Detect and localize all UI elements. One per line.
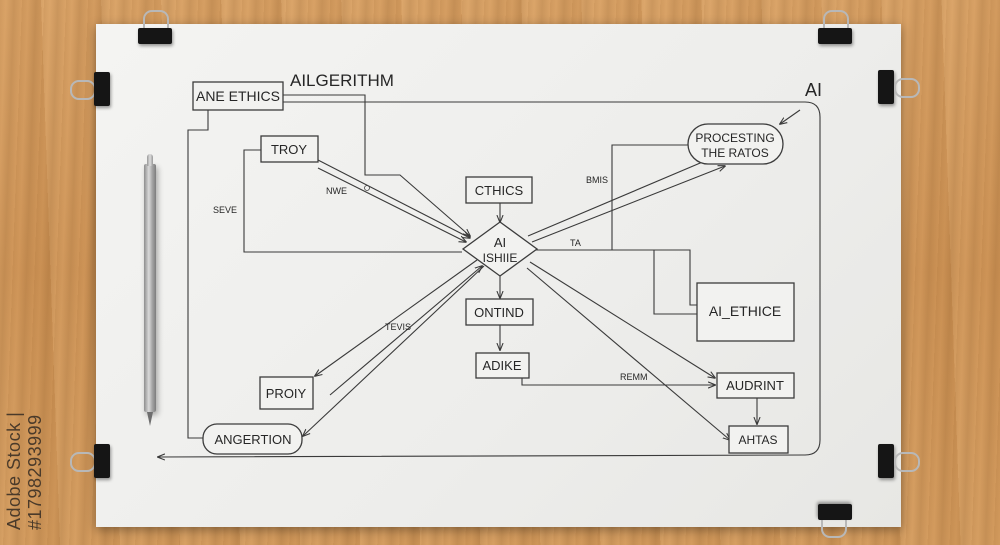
node-angertion-pill <box>202 423 303 455</box>
node-ontind: ONTIND <box>474 305 524 320</box>
node-ane-ethics: ANE ETHICS <box>196 88 280 104</box>
binder-clip-left-upper <box>70 72 120 106</box>
binder-clip-right-upper <box>878 70 920 104</box>
edge-label-remm: REMM <box>620 372 648 382</box>
node-cthics: CTHICS <box>475 183 524 198</box>
node-ai-ethice-box <box>696 282 795 342</box>
node-center-line2: ISHIIE <box>483 251 518 265</box>
edge-label-bmis: BMIS <box>586 175 608 185</box>
connector-center-to-angertion <box>303 265 485 436</box>
edge-label-tevis: TEVIS <box>385 322 411 332</box>
connector-outer-frame <box>158 101 821 457</box>
connector-adike-to-audrint <box>521 375 715 385</box>
connector-center-to-processing-2 <box>531 166 725 243</box>
top-label-algorithm: AILGERITHM <box>290 71 394 90</box>
connector-center-right-branch <box>536 249 697 306</box>
node-troy: TROY <box>271 142 307 157</box>
edge-label-seve: SEVE <box>213 205 237 215</box>
connector-ane-to-center <box>240 94 470 236</box>
connector-ane-ethics-to-angertion <box>187 110 209 439</box>
node-audrint: AUDRINT <box>726 378 784 393</box>
node-troy-box <box>260 135 319 163</box>
node-angertion: ANGERTION <box>214 432 291 447</box>
connector-proiy-to-center <box>329 266 482 396</box>
node-processing-pill <box>687 123 784 165</box>
edge-dot <box>364 185 370 191</box>
node-processing-line1: PROCESTING <box>695 131 774 145</box>
connector-center-to-processing-1 <box>527 158 712 237</box>
node-ontind-box <box>465 298 534 326</box>
node-adike: ADIKE <box>482 358 521 373</box>
connector-center-to-ahtas <box>526 267 730 440</box>
connector-center-to-audrint <box>529 261 715 378</box>
node-center-line1: AI <box>494 235 506 250</box>
node-audrint-box <box>716 372 795 399</box>
binder-clip-top-right <box>818 10 852 44</box>
node-center-diamond <box>461 221 539 277</box>
edge-label-ta: TA <box>570 238 581 248</box>
node-ahtas-box <box>728 425 789 454</box>
node-proiy: PROIY <box>266 386 307 401</box>
node-ahtas: AHTAS <box>738 433 777 447</box>
connector-ai-ethice-left <box>653 250 697 315</box>
node-processing-line2: THE RATOS <box>701 146 769 160</box>
edge-label-nwe: NWE <box>326 186 347 196</box>
pencil <box>144 154 156 426</box>
connector-troy-to-center-2 <box>317 167 466 242</box>
connector-troy-to-center-1 <box>317 159 470 238</box>
binder-clip-right-lower <box>878 444 920 478</box>
connector-troy-loop <box>243 149 462 253</box>
connector-ta-up <box>611 144 688 250</box>
node-proiy-box <box>259 376 314 410</box>
node-ai-ethice: AI_ETHICE <box>709 303 781 319</box>
node-cthics-box <box>465 176 533 204</box>
connector-corner-ai <box>780 109 801 124</box>
corner-label-ai: AI <box>805 80 822 100</box>
binder-clip-left-lower <box>70 444 120 478</box>
node-ane-ethics-box <box>192 81 284 111</box>
connector-center-to-proiy <box>315 259 478 376</box>
binder-clip-top-left <box>138 10 172 44</box>
node-adike-box <box>475 352 530 379</box>
